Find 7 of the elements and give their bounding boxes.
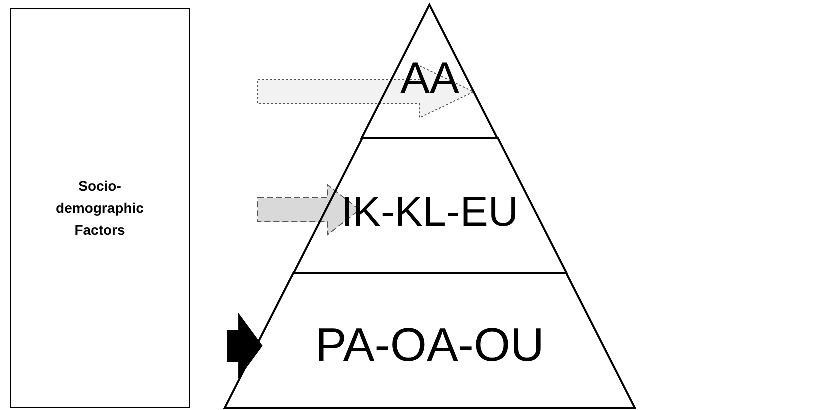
tier-label: PA-OA-OU: [316, 317, 544, 373]
tier-label: AA: [400, 53, 460, 105]
box-label: Socio- demographic Factors: [55, 177, 145, 240]
block-arrow: [258, 65, 475, 119]
factor-box: [10, 8, 190, 408]
block-arrow: [227, 312, 263, 380]
tier-label: IK-KL-EU: [341, 187, 519, 237]
